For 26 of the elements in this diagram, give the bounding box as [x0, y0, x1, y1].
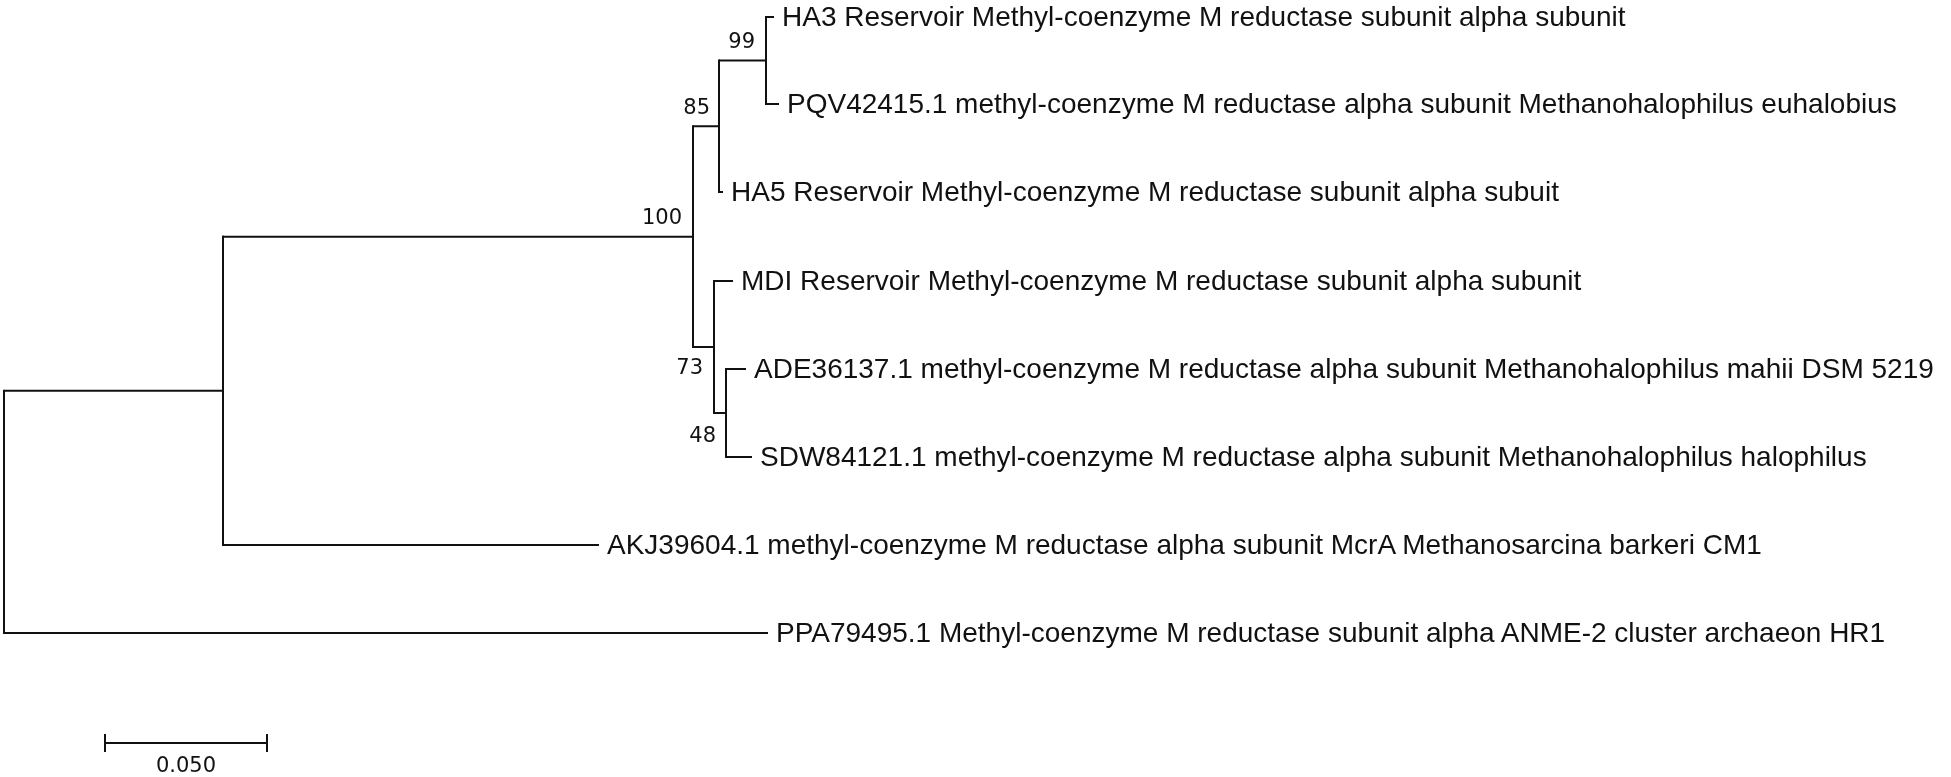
taxon-label: PPA79495.1 Methyl-coenzyme M reductase subunit alpha ANME-2 cluster archaeon HR1: [776, 617, 1886, 649]
taxon-label: AKJ39604.1 methyl-coenzyme M reductase alpha subunit McrA Methanosarcina barkeri CM1: [607, 529, 1762, 561]
branch-line: [222, 235, 694, 238]
branch-line: [3, 632, 769, 634]
bootstrap-value: 100: [641, 205, 682, 229]
branch-line: [3, 389, 224, 392]
taxon-label: PQV42415.1 methyl-coenzyme M reductase alpha subunit Methanohalophilus euhalobius: [787, 88, 1897, 120]
taxon-label: ADE36137.1 methyl-coenzyme M reductase alpha subunit Methanohalophilus mahii DSM 5219: [754, 353, 1934, 385]
branch-line: [725, 368, 747, 370]
taxon-label: HA5 Reservoir Methyl-coenzyme M reductase subunit alpha subuit: [731, 176, 1559, 208]
branch-line: [222, 544, 600, 546]
scale-label: 0.050: [155, 753, 217, 777]
bootstrap-value: 48: [689, 423, 716, 447]
branch-line: [718, 191, 724, 193]
branch-line: [713, 280, 734, 282]
taxon-label: MDI Reservoir Methyl-coenzyme M reductase subunit alpha subunit: [741, 265, 1582, 297]
branch-line: [725, 456, 753, 458]
branch-line: [765, 103, 780, 105]
taxon-label: HA3 Reservoir Methyl-coenzyme M reductase subunit alpha subunit: [782, 1, 1626, 33]
branch-line: [692, 125, 720, 128]
branch-line: [692, 346, 715, 348]
taxon-label: SDW84121.1 methyl-coenzyme M reductase alpha subunit Methanohalophilus halophilus: [760, 441, 1867, 473]
bootstrap-value: 73: [676, 355, 703, 379]
branch-line: [718, 59, 767, 62]
bootstrap-value: 85: [683, 95, 710, 119]
bootstrap-value: 99: [728, 29, 755, 53]
